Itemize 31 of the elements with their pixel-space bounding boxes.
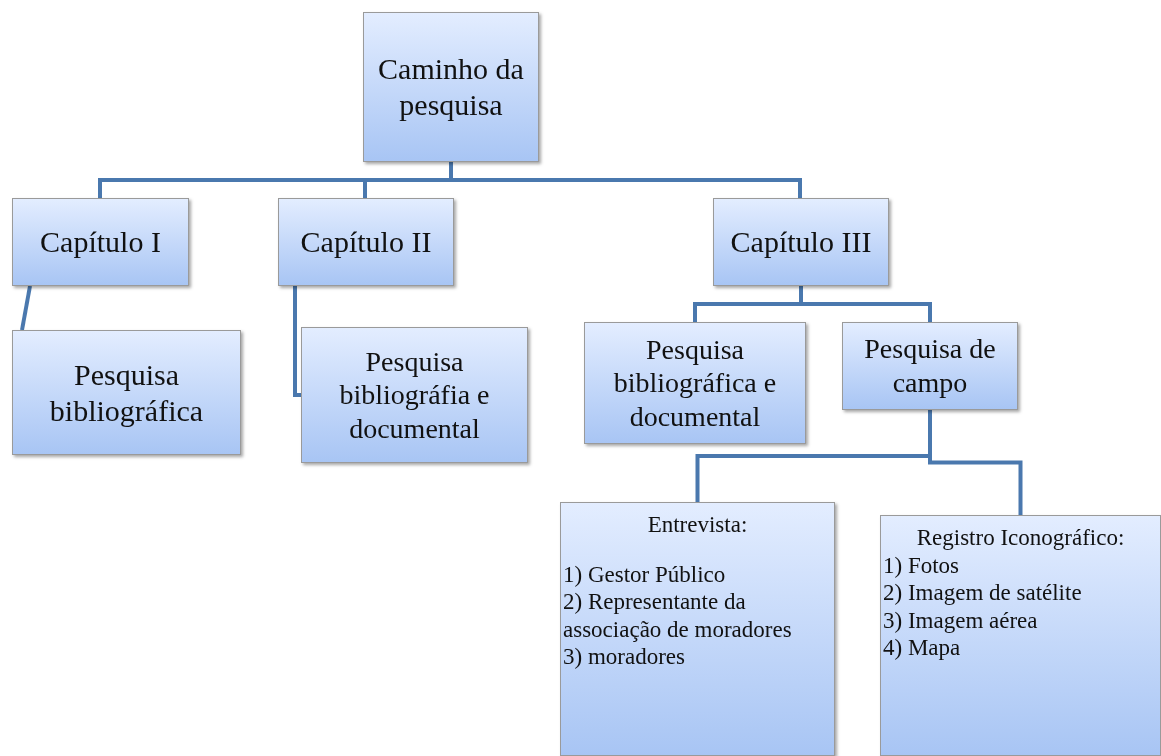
connector-line bbox=[449, 162, 802, 198]
connector-line bbox=[799, 286, 932, 322]
process-box bbox=[12, 198, 189, 286]
box-text: Pesquisa de campo bbox=[863, 332, 997, 400]
process-box bbox=[363, 12, 539, 162]
box-text: Capítulo III bbox=[729, 224, 873, 260]
box-text: Pesquisa bibliográfia e documental bbox=[338, 344, 491, 446]
heading-text: Entrevista: bbox=[646, 511, 749, 539]
process-box bbox=[842, 322, 1018, 410]
process-box bbox=[301, 327, 528, 463]
box-text: Capítulo II bbox=[299, 224, 433, 260]
process-box bbox=[713, 198, 889, 286]
connector-line bbox=[293, 286, 301, 397]
box-text: 2) Representante da associação de moradores bbox=[563, 588, 793, 644]
process-box bbox=[584, 322, 806, 444]
box-text: 3) Imagem aérea bbox=[883, 606, 1039, 635]
box-text: Pesquisa bibliográfica e documental bbox=[612, 332, 778, 434]
process-box bbox=[278, 198, 454, 286]
box-text: 1) Fotos bbox=[883, 551, 961, 580]
box-text: 2) Imagem de satélite bbox=[883, 579, 1083, 607]
box-text: Capítulo I bbox=[39, 224, 162, 260]
box-text: 4) Mapa bbox=[883, 634, 962, 662]
box-text: 1) Gestor Público bbox=[563, 560, 727, 589]
box-text: Pesquisa bibliográfica bbox=[48, 356, 205, 429]
process-box bbox=[560, 502, 835, 756]
box-text: 3) moradores bbox=[563, 643, 686, 671]
box-text: Caminho da pesquisa bbox=[377, 51, 525, 123]
connector-line bbox=[20, 285, 32, 331]
process-box bbox=[12, 330, 241, 455]
heading-text: Registro Iconográfico: bbox=[915, 524, 1126, 552]
process-box bbox=[880, 515, 1161, 756]
